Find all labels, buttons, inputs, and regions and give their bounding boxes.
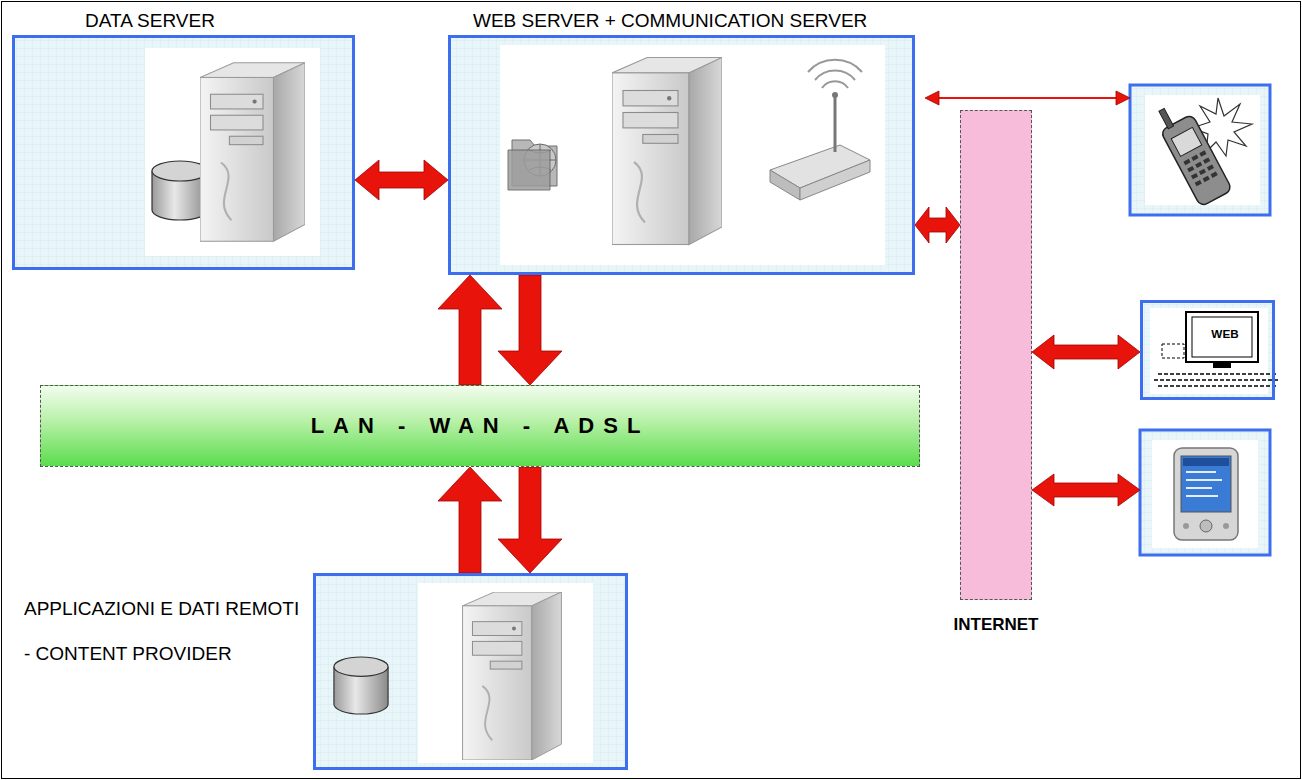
box-heading: WEB SERVER + COMMUNICATION SERVER	[473, 10, 867, 32]
band-heading: INTERNET	[954, 615, 1039, 635]
screen-label: WEB	[1195, 327, 1255, 340]
network-band: LAN - WAN - ADSL	[40, 385, 920, 467]
box-heading: APPLICAZIONI E DATI REMOTI - CONTENT PRO…	[24, 586, 306, 676]
internet-band: INTERNET	[960, 110, 1032, 600]
block-arrow	[1032, 335, 1140, 369]
block-arrow	[915, 207, 960, 243]
block-arrow	[438, 467, 502, 573]
box-heading: DATA SERVER	[85, 10, 215, 32]
server-box: APPLICAZIONI E DATI REMOTI - CONTENT PRO…	[313, 573, 628, 770]
block-arrow	[498, 467, 562, 573]
block-arrow	[355, 160, 448, 200]
block-arrow	[438, 275, 502, 385]
band-label: LAN - WAN - ADSL	[311, 413, 650, 439]
block-arrow	[498, 275, 562, 385]
client-box: WEB	[1140, 300, 1275, 400]
server-box: DATA SERVER	[12, 35, 355, 270]
server-box: WEB SERVER + COMMUNICATION SERVER	[448, 35, 915, 275]
